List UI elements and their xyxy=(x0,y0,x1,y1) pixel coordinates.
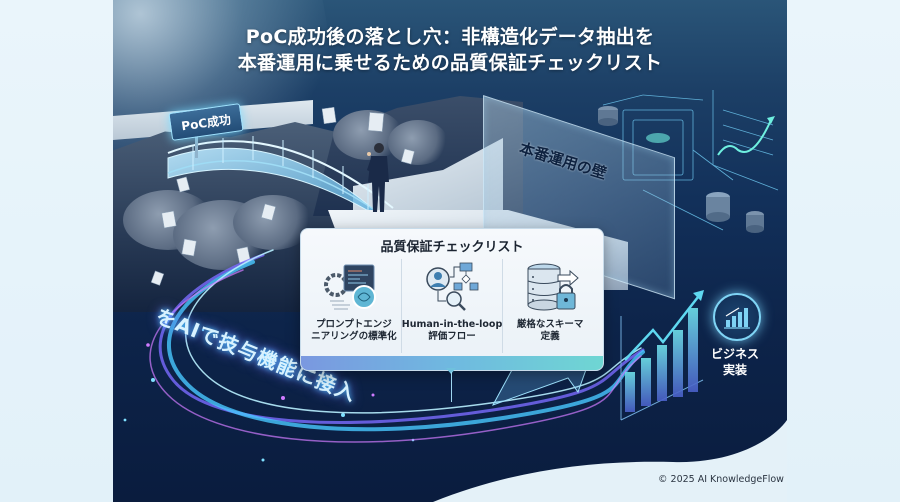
checklist-item-schema: 厳格なスキーマ 定義 xyxy=(502,259,597,353)
card-accent-strip xyxy=(301,356,603,370)
checklist-item-label: プロンプトエンジ ニアリングの標準化 xyxy=(311,319,397,342)
schema-lock-icon xyxy=(527,263,579,311)
business-icon xyxy=(713,293,761,341)
prompt-engineering-icon xyxy=(323,264,376,310)
production-infrastructure xyxy=(598,90,779,233)
checklist-item-hitl: Human-in-the-loop 評価フロー xyxy=(400,259,503,353)
business-implementation-label: ビジネス 実装 xyxy=(710,347,759,377)
pointer-line xyxy=(451,372,452,402)
qa-checklist-card: 品質保証チェックリスト プロンプトエンジ ニアリングの標準化 xyxy=(300,228,604,371)
human-in-the-loop-icon xyxy=(426,262,479,311)
sign-post xyxy=(195,132,198,158)
card-pointer xyxy=(446,368,456,374)
businessman-figure xyxy=(367,143,389,212)
checklist-item-prompt: プロンプトエンジ ニアリングの標準化 xyxy=(307,259,401,353)
checklist-title: 品質保証チェックリスト xyxy=(380,240,524,255)
copyright: © 2025 AI KnowledgeFlow xyxy=(658,474,784,485)
chaos-cloud xyxy=(388,120,448,165)
checklist-item-label: Human-in-the-loop 評価フロー xyxy=(401,319,503,342)
infographic-illustration: PoC成功 本番運用の壁 xyxy=(113,0,787,502)
page-title: PoC成功後の落とし穴：非構造化データ抽出を 本番運用に乗せるための品質保証チェ… xyxy=(237,26,663,74)
checklist-item-label: 厳格なスキーマ 定義 xyxy=(516,319,584,342)
